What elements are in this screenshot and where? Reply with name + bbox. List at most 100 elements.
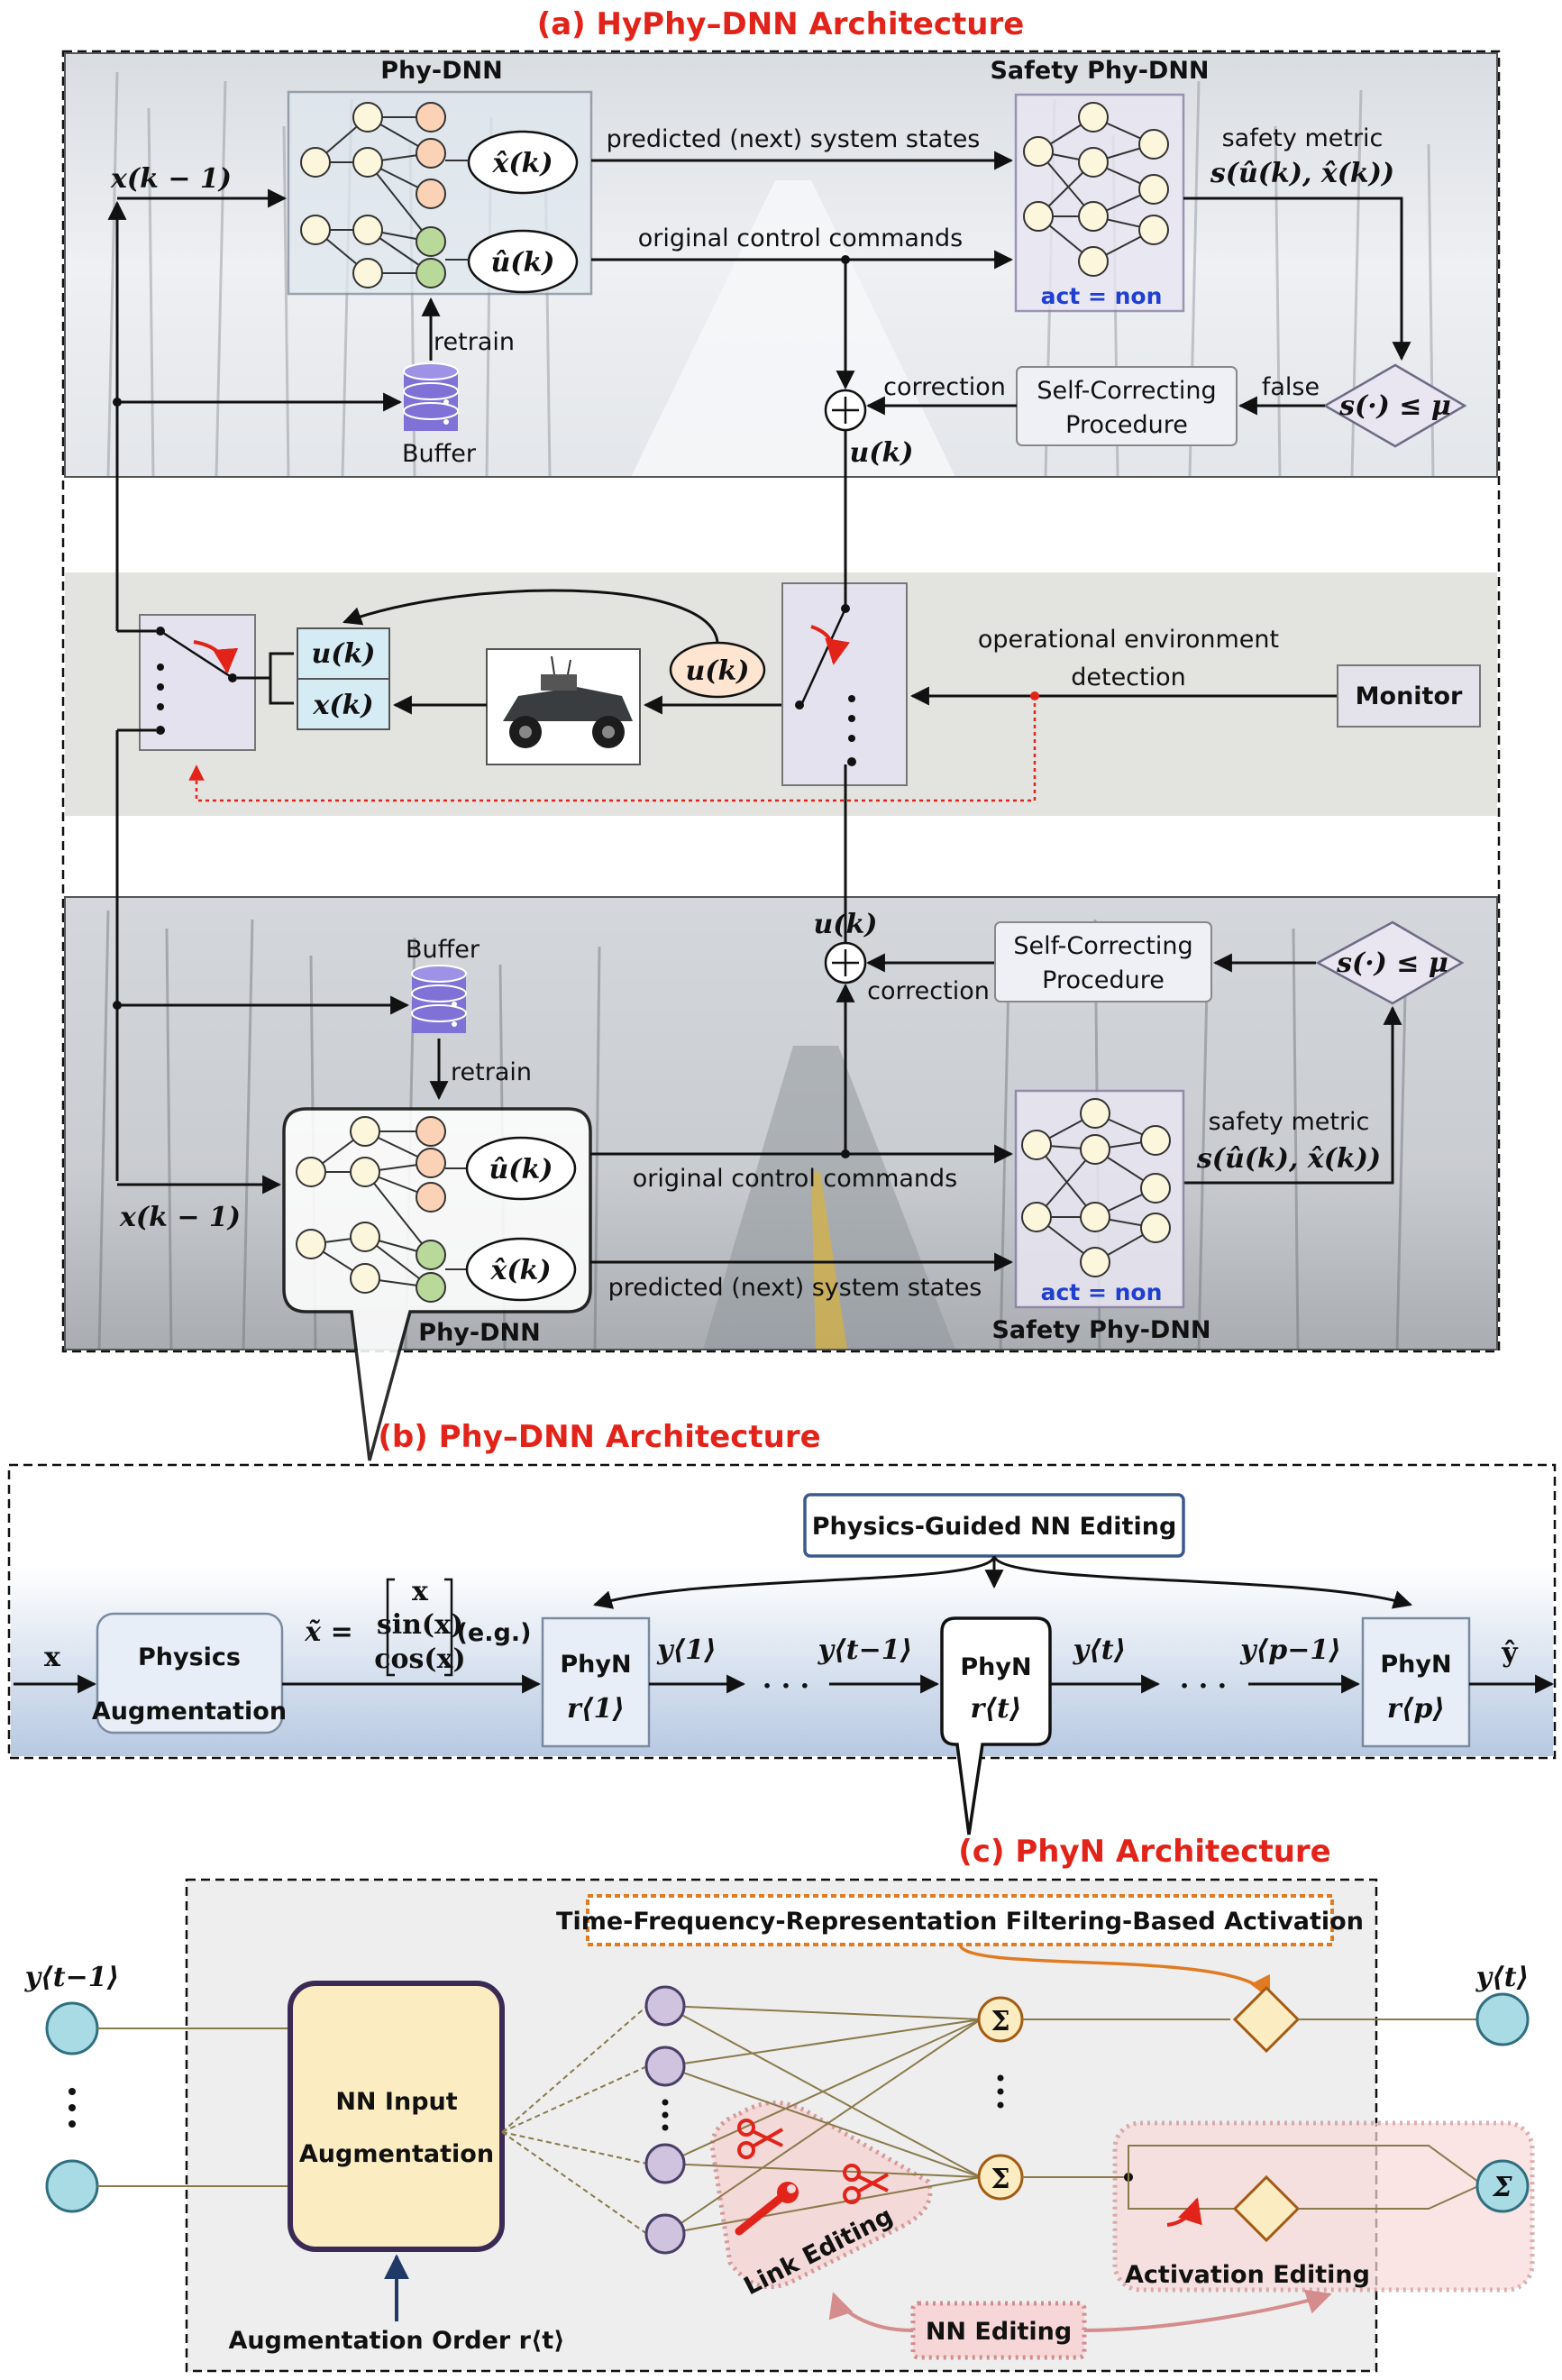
svg-text:x̂(k): x̂(k) bbox=[489, 1255, 551, 1286]
safety-nodes-bottom bbox=[1021, 1098, 1171, 1277]
phyn-p-label: PhyN bbox=[1380, 1651, 1451, 1679]
u-k-state-text: u(k) bbox=[312, 638, 376, 670]
right-switch-box bbox=[781, 582, 908, 786]
safety-metric-label-bottom: safety metric bbox=[1209, 1108, 1370, 1136]
correction-label-top: correction bbox=[883, 373, 1006, 401]
x-k-state-text: x(k) bbox=[312, 690, 373, 721]
title-b: (b) Phy–DNN Architecture bbox=[378, 1419, 820, 1455]
predicted-states-label-top: predicted (next) system states bbox=[607, 125, 981, 153]
predicted-states-label-bottom: predicted (next) system states bbox=[608, 1274, 982, 1302]
nn-input-line1: NN Input bbox=[335, 2088, 457, 2116]
svg-text:x̂(k): x̂(k) bbox=[491, 148, 553, 179]
yt-label: y⟨t⟩ bbox=[1073, 1634, 1127, 1666]
panel-b-frame bbox=[7, 1463, 1557, 1760]
safety-metric-label-top: safety metric bbox=[1222, 124, 1384, 152]
nn-editing-label: Physics-Guided NN Editing bbox=[812, 1513, 1177, 1541]
self-correcting-line2-top: Procedure bbox=[1065, 411, 1188, 439]
y1-label: y⟨1⟩ bbox=[656, 1634, 717, 1666]
input-node-1 bbox=[45, 2001, 99, 2055]
hidden-links bbox=[664, 2005, 982, 2235]
top-snow-background bbox=[64, 52, 1498, 478]
correction-label-bottom: correction bbox=[867, 977, 990, 1005]
title-a: (a) HyPhy–DNN Architecture bbox=[537, 6, 1025, 42]
buffer-label-bottom: Buffer bbox=[406, 936, 480, 964]
self-correcting-line1-bottom: Self-Correcting bbox=[1013, 932, 1192, 960]
physics-aug-line2: Augmentation bbox=[92, 1698, 287, 1726]
condition-text-top: s(·) ≤ μ bbox=[1338, 390, 1451, 422]
phyn-p-box bbox=[1361, 1616, 1471, 1748]
y-in-label: y⟨t−1⟩ bbox=[24, 1962, 120, 1993]
x-hat-cloud-bottom: x̂(k) bbox=[465, 1237, 577, 1302]
phy-dnn-nodes-bottom bbox=[296, 1116, 446, 1303]
nn-input-line2: Augmentation bbox=[299, 2140, 494, 2168]
original-commands-label-bottom: original control commands bbox=[633, 1165, 958, 1193]
right-switch-arrow-icon bbox=[810, 625, 850, 665]
input-ellipsis bbox=[69, 2088, 76, 2128]
vehicle-icon bbox=[486, 648, 641, 765]
right-switch-blade bbox=[800, 608, 847, 704]
activation-editing-region bbox=[1112, 2120, 1535, 2293]
nn-editing-box-c bbox=[910, 2301, 1087, 2360]
self-correcting-line1-top: Self-Correcting bbox=[1037, 377, 1216, 405]
activation-edit-arrow-icon bbox=[1166, 2197, 1202, 2227]
phy-dnn-nodes-top bbox=[300, 102, 446, 288]
safety-formula-top: s(û(k), x̂(k)) bbox=[1210, 158, 1394, 189]
u-hat-cloud-top: û(k) bbox=[467, 229, 579, 294]
left-switch-arrow-icon bbox=[193, 640, 239, 674]
x-hat-cloud-top: x̂(k) bbox=[467, 130, 579, 195]
env-detection-red-link bbox=[188, 696, 1037, 802]
title-c: (c) PhyN Architecture bbox=[958, 1834, 1331, 1870]
u-hat-cloud-bottom: û(k) bbox=[465, 1136, 577, 1201]
x-input-label: x bbox=[44, 1642, 61, 1673]
monitor-label: Monitor bbox=[1356, 682, 1463, 710]
tfr-label: Time-Frequency-Representation Filtering-… bbox=[556, 1908, 1364, 1936]
sum-output-node bbox=[1475, 2159, 1530, 2213]
self-correcting-box-bottom bbox=[994, 921, 1212, 1002]
sigma-2-text: Σ bbox=[991, 2164, 1009, 2195]
vec-x: x bbox=[412, 1576, 429, 1607]
input-node-2 bbox=[45, 2159, 99, 2213]
phyn-t-label: PhyN bbox=[960, 1653, 1031, 1681]
vec-sin: sin(x) bbox=[377, 1609, 463, 1641]
retrain-label-top: retrain bbox=[434, 328, 515, 356]
original-commands-label-top: original control commands bbox=[638, 224, 964, 252]
u-k-label-bottom: u(k) bbox=[814, 909, 878, 940]
panel-a-frame bbox=[61, 50, 1501, 1353]
nn-input-augmentation-box bbox=[288, 1981, 505, 2252]
y-out-label: y⟨t⟩ bbox=[1475, 1962, 1530, 1993]
augmentation-fan bbox=[501, 2005, 648, 2235]
link-editing-region bbox=[709, 2101, 933, 2290]
monitor-box bbox=[1337, 664, 1481, 728]
phyn-1-box bbox=[541, 1616, 651, 1748]
buffer-label-top: Buffer bbox=[402, 440, 477, 468]
self-correcting-line2-bottom: Procedure bbox=[1042, 966, 1165, 994]
activation-diamond-2 bbox=[1232, 2174, 1301, 2243]
retrain-label-bottom: retrain bbox=[451, 1058, 532, 1086]
condition-text-bottom: s(·) ≤ μ bbox=[1336, 947, 1448, 979]
phyn-t-callout bbox=[940, 1616, 1052, 1835]
activation-diamond-1 bbox=[1232, 1985, 1301, 2054]
safety-formula-bottom: s(û(k), x̂(k)) bbox=[1196, 1143, 1381, 1175]
tfr-box bbox=[586, 1894, 1334, 1946]
x-prev-label-bottom: x(k − 1) bbox=[119, 1202, 241, 1233]
condition-diamond-top bbox=[1322, 363, 1467, 448]
x-k-state-box bbox=[297, 678, 390, 730]
nn-editing-label-c: NN Editing bbox=[926, 2318, 1072, 2346]
svg-text:û(k): û(k) bbox=[489, 1154, 553, 1185]
phyn-1-label: PhyN bbox=[560, 1651, 631, 1679]
output-node bbox=[1475, 1992, 1530, 2046]
yt1-label: y⟨t−1⟩ bbox=[818, 1634, 913, 1666]
augmentation-order-label: Augmentation Order r⟨t⟩ bbox=[228, 2327, 564, 2355]
wrench-icon bbox=[735, 2182, 799, 2236]
act-non-bottom: act = non bbox=[1041, 1279, 1163, 1305]
u-k-cloud-middle: u(k) bbox=[669, 641, 766, 699]
u-k-label-top: u(k) bbox=[850, 437, 914, 469]
phy-dnn-label-bottom: Phy-DNN bbox=[418, 1319, 540, 1347]
physics-aug-line1: Physics bbox=[138, 1643, 241, 1671]
false-label: false bbox=[1262, 373, 1320, 401]
x-prev-label-top: x(k − 1) bbox=[110, 163, 232, 195]
op-env-line2: detection bbox=[1071, 664, 1186, 691]
vec-cos: cos(x) bbox=[374, 1643, 465, 1675]
eg-label: (e.g.) bbox=[457, 1619, 532, 1647]
